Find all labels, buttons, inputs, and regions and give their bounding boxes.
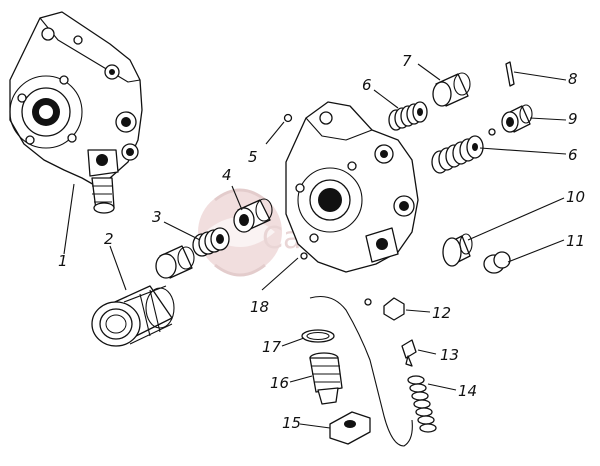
part-5-ball xyxy=(283,113,293,123)
part-8-pin xyxy=(505,61,515,87)
part-6-spring-upper xyxy=(388,101,428,131)
ball-small xyxy=(488,128,496,136)
part-1-pump-housing xyxy=(9,11,143,214)
assembly-axis-line xyxy=(309,295,413,447)
callout-8: 8 xyxy=(568,70,578,88)
callout-1: 1 xyxy=(58,252,68,270)
leader-lines xyxy=(63,63,567,429)
callout-15: 15 xyxy=(282,414,301,432)
callout-3: 3 xyxy=(152,208,162,226)
callout-10: 10 xyxy=(566,188,585,206)
callout-9: 9 xyxy=(568,110,578,128)
callout-6-upper: 6 xyxy=(362,76,372,94)
callout-16: 16 xyxy=(270,374,289,392)
callout-4: 4 xyxy=(222,166,232,184)
callout-5: 5 xyxy=(248,148,258,166)
part-16-valve-body xyxy=(309,352,343,405)
callout-12: 12 xyxy=(432,304,451,322)
part-15-hex-nut xyxy=(329,411,371,445)
callout-18: 18 xyxy=(250,298,269,316)
part-2-sleeve xyxy=(91,285,175,347)
callout-11: 11 xyxy=(566,232,585,250)
part-9-bushing xyxy=(501,104,533,133)
callout-14: 14 xyxy=(458,382,477,400)
callout-6-lower: 6 xyxy=(568,146,578,164)
part-18-pump-cover xyxy=(285,101,419,273)
part-17-o-ring xyxy=(301,329,335,343)
callout-labels: 1 2 3 4 5 6 6 7 8 9 10 11 12 13 14 15 16… xyxy=(58,52,585,432)
part-12-nut xyxy=(364,297,405,321)
part-14-spring xyxy=(407,375,437,433)
callout-17: 17 xyxy=(262,338,282,356)
plunger-cylinder xyxy=(155,245,195,279)
part-10-plug xyxy=(442,233,473,267)
callout-13: 13 xyxy=(440,346,459,364)
part-11-cap xyxy=(483,251,511,274)
part-3-spring xyxy=(192,227,230,257)
part-4-bushing xyxy=(233,198,273,233)
part-7-bushing xyxy=(432,72,471,107)
part-13-needle xyxy=(401,339,417,367)
part-6-spring-lower xyxy=(431,135,484,174)
callout-2: 2 xyxy=(104,230,114,248)
callout-7: 7 xyxy=(402,52,412,70)
